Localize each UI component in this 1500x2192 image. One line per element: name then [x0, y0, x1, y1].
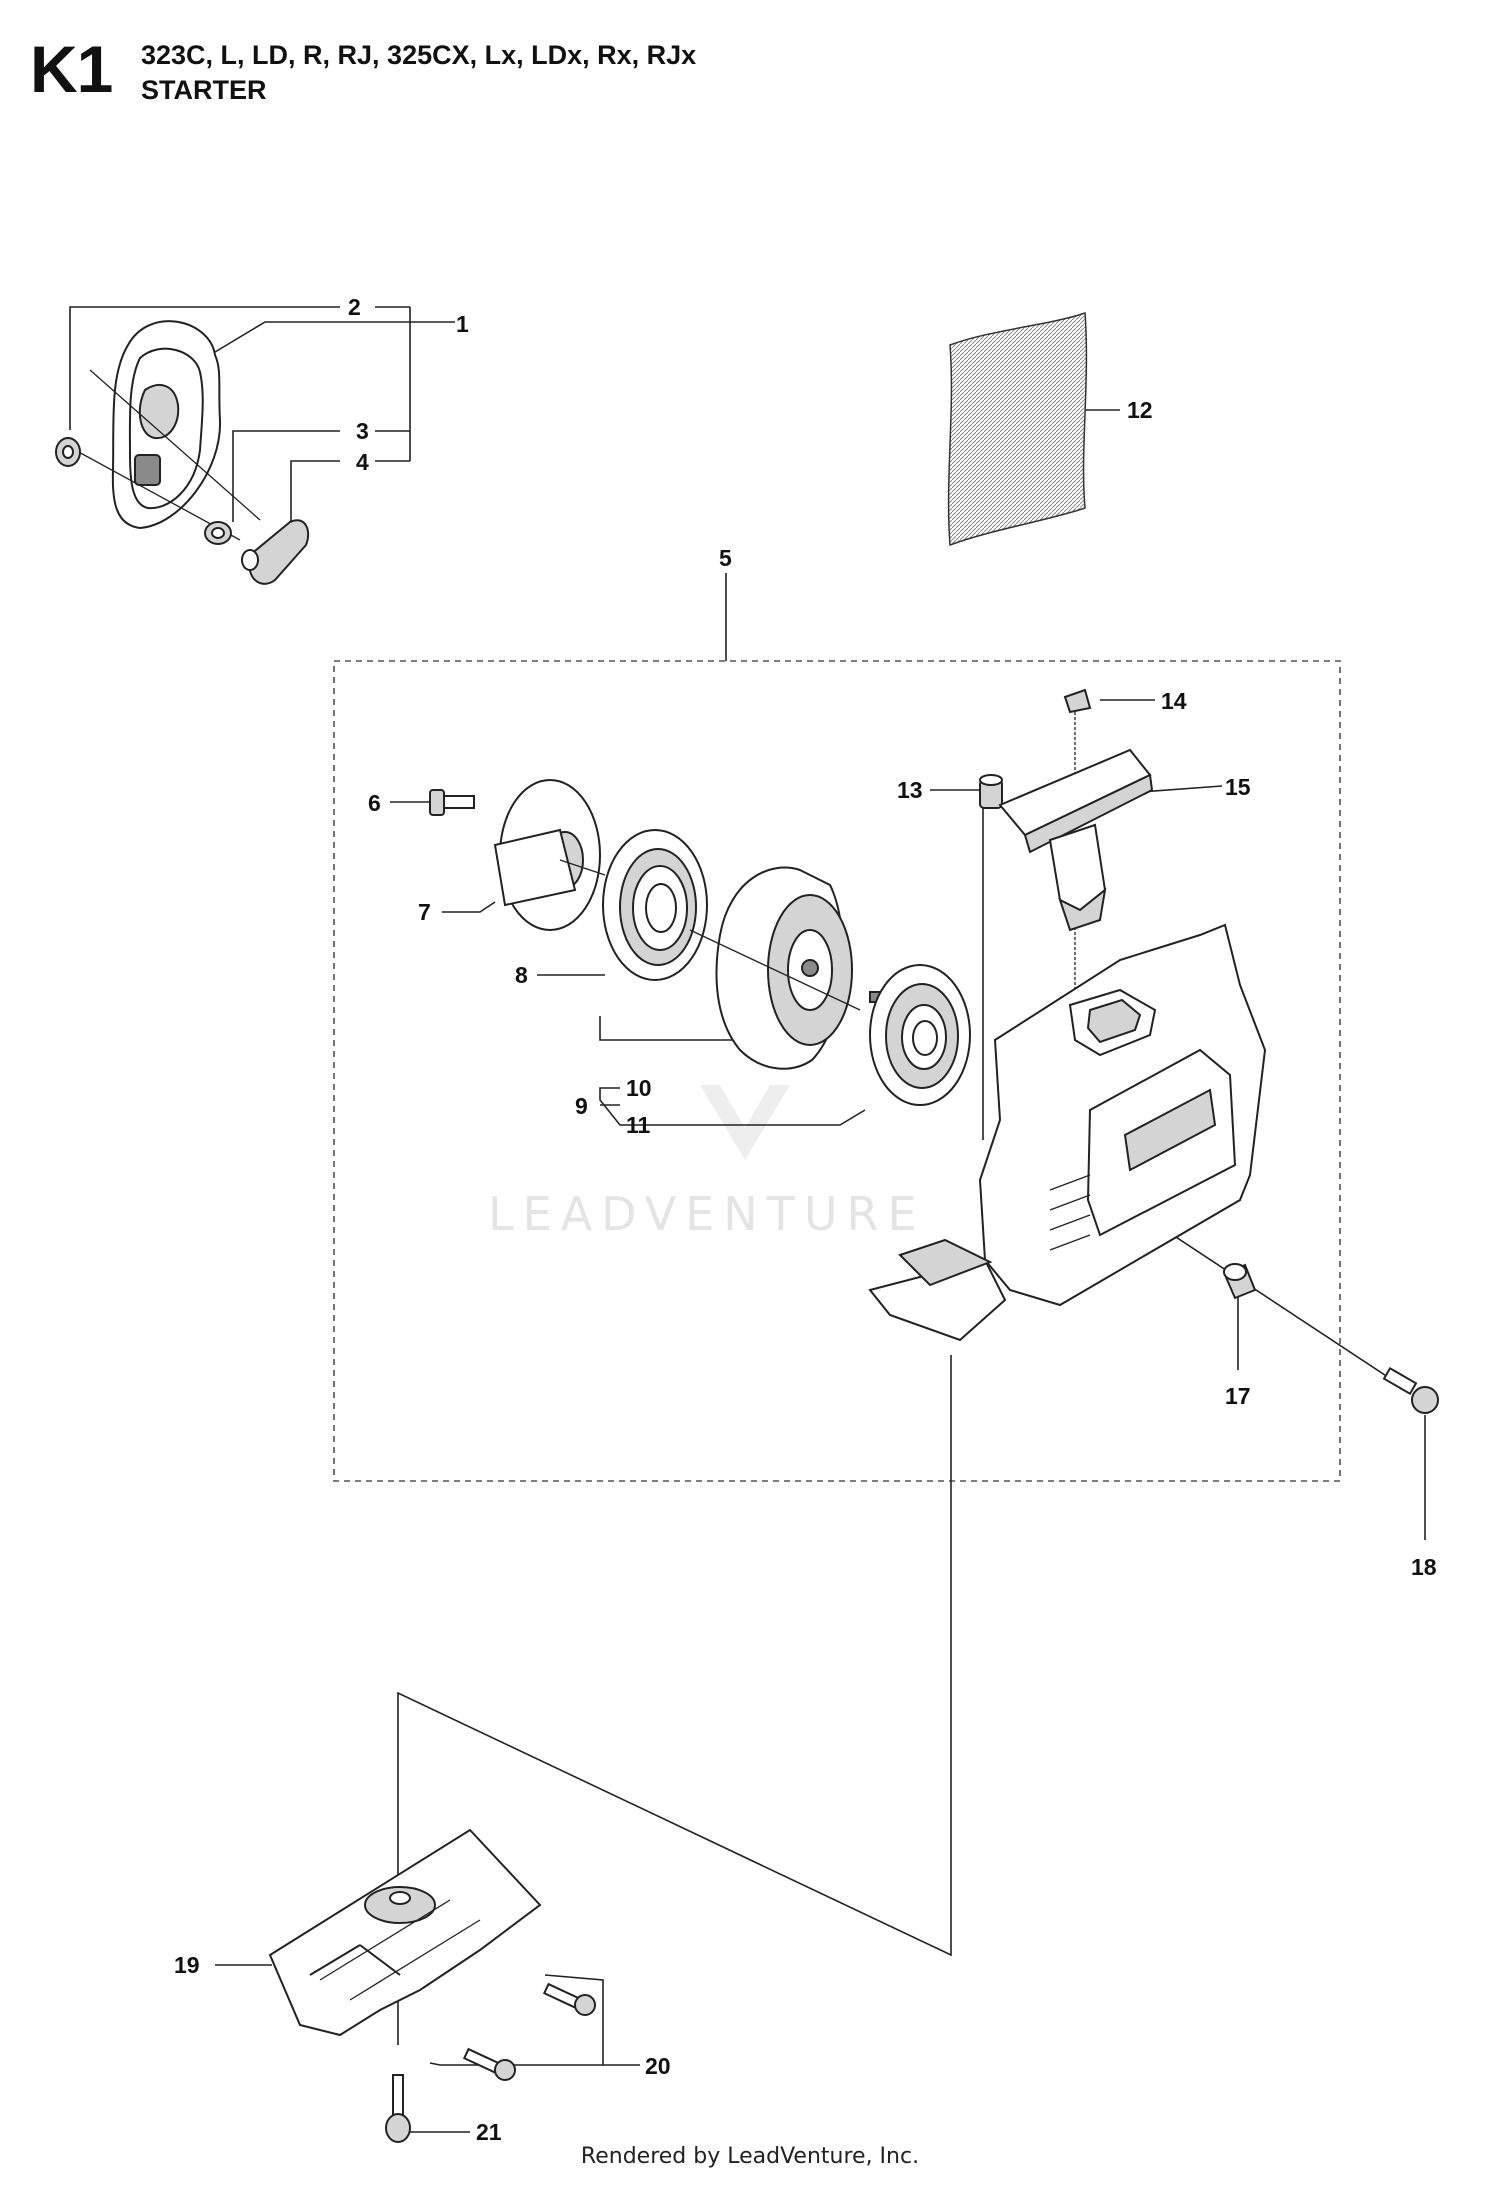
callout-4: 4 [356, 449, 369, 475]
callouts: 2 1 3 4 5 12 6 7 8 9 10 11 13 14 15 17 1… [174, 294, 1437, 2145]
part-15-handle [998, 748, 1154, 932]
part-19-base-plate [268, 1828, 542, 2037]
callout-20: 20 [645, 2053, 671, 2079]
section-title: STARTER [141, 75, 267, 105]
part-2-clip [55, 437, 81, 467]
callout-5: 5 [719, 545, 732, 571]
callout-13: 13 [897, 777, 923, 803]
part-8-spring-cassette [602, 829, 708, 981]
part-11-spring [869, 964, 971, 1106]
callout-7: 7 [418, 899, 431, 925]
part-6-screw [429, 789, 475, 816]
callout-19: 19 [174, 1952, 200, 1978]
callout-17: 17 [1225, 1383, 1251, 1409]
callout-8: 8 [515, 962, 528, 988]
starter-housing [868, 923, 1267, 1342]
callout-6: 6 [368, 790, 381, 816]
model-list: 323C, L, LD, R, RJ, 325CX, Lx, LDx, Rx, … [141, 40, 697, 70]
part-4-knob [241, 519, 310, 585]
callout-21: 21 [476, 2119, 502, 2145]
part-1-starter-cover [74, 320, 261, 541]
callout-18: 18 [1411, 1554, 1437, 1580]
part-17-sleeve [1223, 1263, 1257, 1300]
part-13-bushing [979, 774, 1003, 809]
part-10-rope-pulley [689, 866, 861, 1070]
watermark: LEADVENTURE [488, 1085, 926, 1241]
callout-14: 14 [1161, 688, 1187, 714]
part-20-screws [462, 1982, 596, 2081]
leader-lines [69, 306, 1426, 2133]
part-18-screw [1382, 1366, 1439, 1414]
callout-10: 10 [626, 1075, 652, 1101]
callout-15: 15 [1225, 774, 1251, 800]
callout-3: 3 [356, 418, 369, 444]
watermark-text: LEADVENTURE [488, 1187, 926, 1241]
callout-1: 1 [456, 311, 469, 337]
callout-11: 11 [626, 1112, 651, 1138]
part-12-decal [947, 311, 1088, 547]
section-code: K1 [30, 32, 113, 106]
callout-12: 12 [1127, 397, 1153, 423]
part-7-pulley [493, 779, 606, 931]
part-3-spring [204, 521, 232, 545]
footer-credit: Rendered by LeadVenture, Inc. [580, 2144, 920, 2169]
callout-2: 2 [348, 294, 361, 320]
part-21-screw [385, 2074, 411, 2143]
callout-9: 9 [575, 1093, 588, 1119]
